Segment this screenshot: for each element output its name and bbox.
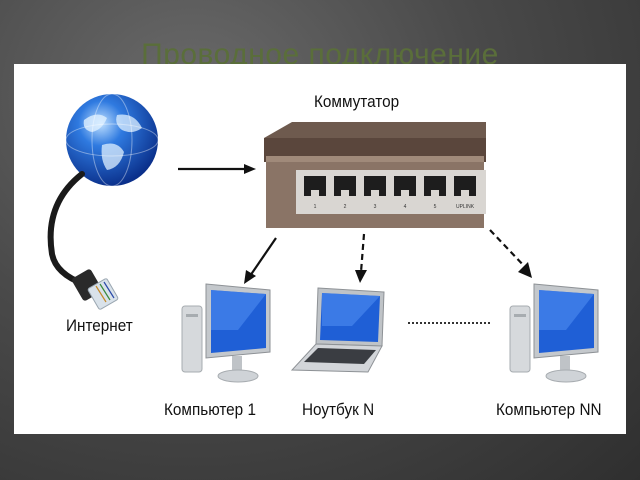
computer-1-label: Компьютер 1 (164, 400, 256, 419)
switch-port-label: 5 (434, 204, 437, 210)
ellipsis-dotted-line (408, 320, 490, 326)
arrow-switch-to-computer1 (242, 236, 282, 286)
laptop-icon (290, 286, 390, 376)
switch-port-label: 1 (314, 204, 317, 210)
diagram-panel: Интернет Коммутатор (14, 64, 626, 434)
switch-port-label: 2 (344, 204, 347, 210)
switch-label: Коммутатор (314, 92, 400, 111)
globe-icon (62, 90, 162, 190)
arrow-switch-to-laptop (354, 232, 370, 284)
switch-port-label: UPLINK (456, 204, 475, 210)
computer-nn-label: Компьютер NN (496, 400, 602, 419)
internet-label: Интернет (66, 316, 133, 335)
switch-port-label: 4 (404, 204, 407, 210)
desktop-computer-nn-icon (506, 280, 606, 386)
desktop-computer-1-icon (178, 280, 278, 386)
switch-port-label: 3 (374, 204, 377, 210)
arrow-internet-to-switch (178, 162, 258, 176)
laptop-label: Ноутбук N (302, 400, 375, 419)
ethernet-cable-icon (34, 171, 134, 314)
arrow-switch-to-computerNN (486, 228, 536, 280)
network-switch-icon: 1 2 3 4 5 UPLINK (264, 122, 489, 232)
